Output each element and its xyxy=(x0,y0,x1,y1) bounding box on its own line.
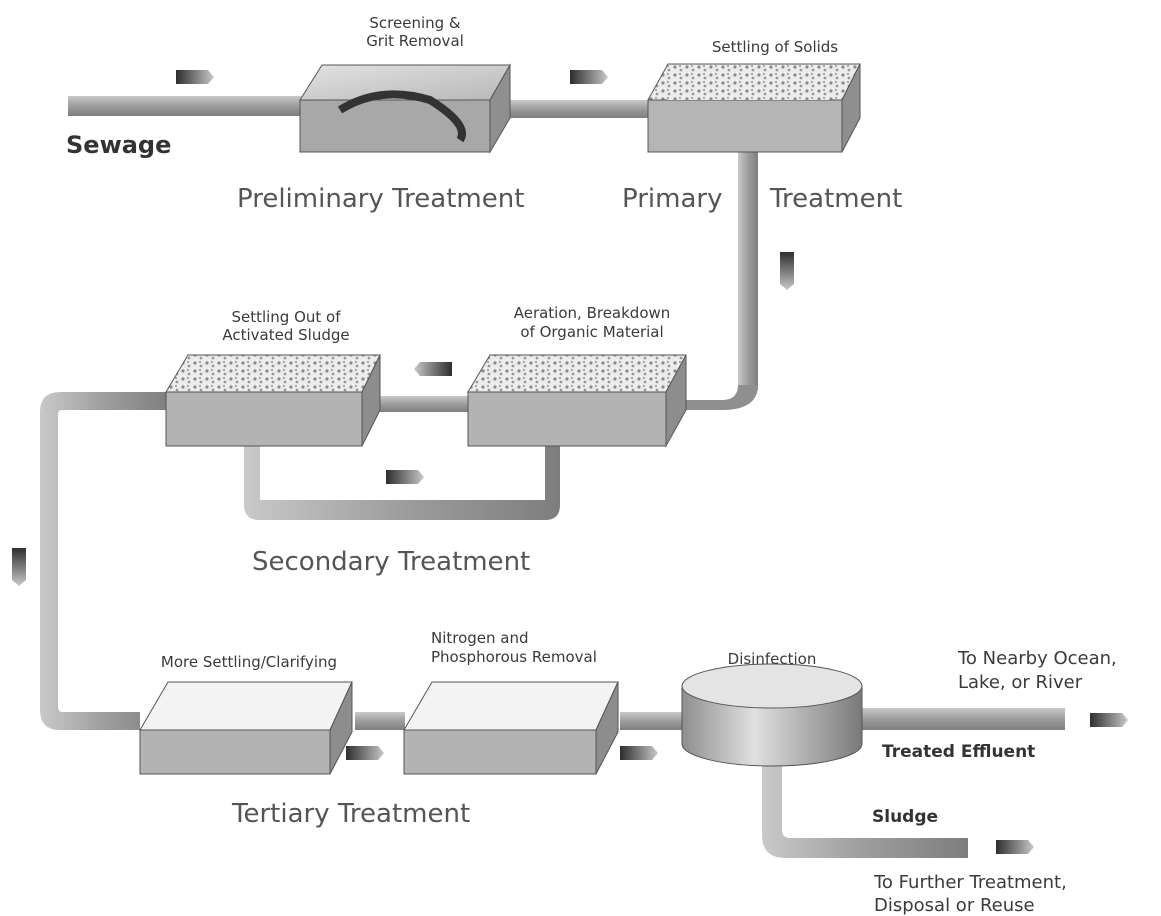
label-nitrogen-1: Nitrogen and xyxy=(431,629,529,647)
pipe-return-loop xyxy=(244,440,560,520)
arrow-right-icon xyxy=(176,70,214,84)
label-secondary: Secondary Treatment xyxy=(252,547,530,577)
pipe-tertiary-link xyxy=(355,712,405,730)
arrow-right-icon xyxy=(1090,713,1128,727)
pipe-secondary-out xyxy=(40,392,170,730)
label-nitrogen-2: Phosphorous Removal xyxy=(431,648,597,666)
tank-more-settling xyxy=(139,681,353,775)
tank-primary xyxy=(647,63,861,153)
label-primary: Primary xyxy=(622,184,722,214)
label-aeration-2: of Organic Material xyxy=(520,323,663,341)
pipe-primary-down xyxy=(738,150,758,390)
label-disinfection: Disinfection xyxy=(728,650,817,668)
arrow-right-icon xyxy=(570,70,608,84)
tank-disinfection xyxy=(681,663,863,767)
label-screening-2: Grit Removal xyxy=(366,32,464,50)
label-tertiary: Tertiary Treatment xyxy=(231,799,470,829)
pipe-screening-primary xyxy=(490,100,650,118)
label-further-2: Disposal or Reuse xyxy=(874,895,1035,916)
arrow-down-icon xyxy=(12,548,26,586)
tank-screening xyxy=(299,63,511,154)
tank-aeration xyxy=(467,354,687,448)
label-sludge: Sludge xyxy=(872,807,938,827)
label-screening-1: Screening & xyxy=(369,14,461,32)
pipe-aeration-settling xyxy=(360,396,472,412)
label-settling-sludge-2: Activated Sludge xyxy=(222,326,349,344)
label-aeration-1: Aeration, Breakdown xyxy=(514,304,671,322)
label-treated-effluent: Treated Effluent xyxy=(882,742,1035,762)
label-settling-solids: Settling of Solids xyxy=(712,38,838,56)
arrow-left-icon xyxy=(414,362,452,376)
flow-arrows xyxy=(12,70,1128,854)
arrow-right-icon xyxy=(346,746,384,760)
label-settling-sludge-1: Settling Out of xyxy=(231,308,341,326)
label-further-1: To Further Treatment, xyxy=(873,872,1067,893)
pipe-sewage-inlet xyxy=(68,96,308,116)
pipe-effluent xyxy=(855,708,1065,730)
pipe-sludge xyxy=(762,760,968,858)
label-primary-treatment: Treatment xyxy=(769,184,902,214)
tank-nitrogen xyxy=(403,681,619,775)
arrow-right-icon xyxy=(386,470,424,484)
label-more-settling: More Settling/Clarifying xyxy=(161,653,337,671)
label-ocean-1: To Nearby Ocean, xyxy=(957,648,1117,669)
arrow-down-icon xyxy=(780,252,794,290)
arrow-right-icon xyxy=(996,840,1034,854)
label-ocean-2: Lake, or River xyxy=(958,672,1083,693)
label-preliminary: Preliminary Treatment xyxy=(237,184,524,214)
label-sewage: Sewage xyxy=(66,131,171,159)
arrow-right-icon xyxy=(620,746,658,760)
pipe-to-disinfection xyxy=(620,712,690,730)
tank-settling-sludge xyxy=(165,354,381,447)
